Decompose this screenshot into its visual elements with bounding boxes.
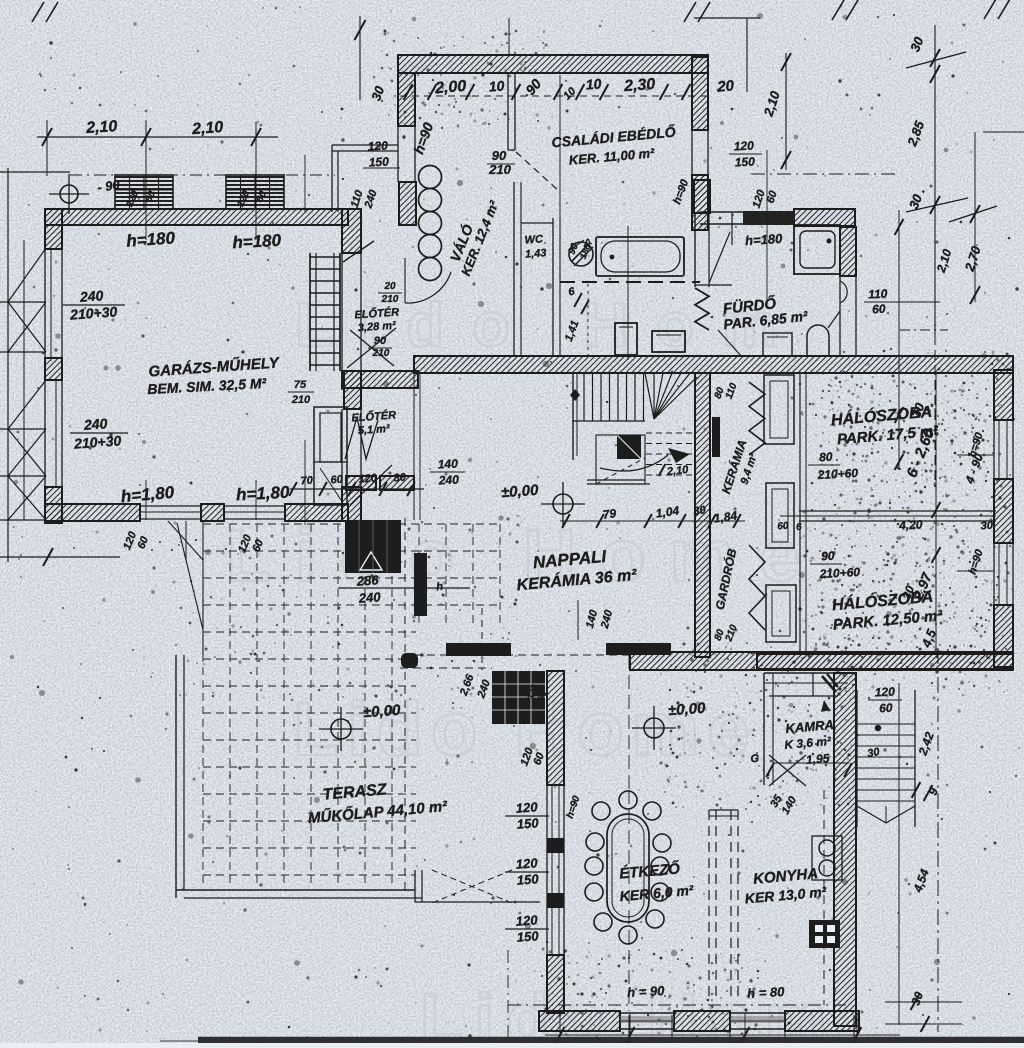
svg-text:2,10: 2,10	[85, 118, 118, 137]
svg-text:150: 150	[516, 928, 539, 945]
svg-text:2,10: 2,10	[191, 119, 224, 138]
svg-text:120: 120	[515, 799, 538, 816]
svg-text:60: 60	[879, 701, 893, 716]
svg-text:2,10: 2,10	[665, 464, 689, 478]
svg-text:60: 60	[330, 473, 344, 486]
svg-text:210: 210	[372, 348, 390, 359]
svg-text:75: 75	[294, 379, 307, 391]
svg-text:10: 10	[488, 77, 505, 94]
svg-text:10: 10	[585, 75, 602, 92]
svg-text:60: 60	[777, 521, 789, 533]
svg-text:90: 90	[821, 549, 835, 564]
svg-text:120: 120	[515, 855, 538, 872]
svg-text:210: 210	[291, 394, 311, 406]
svg-text:90: 90	[374, 335, 387, 347]
svg-text:30: 30	[980, 520, 994, 533]
svg-text:150: 150	[368, 154, 389, 169]
svg-text:120: 120	[733, 138, 754, 153]
svg-text:70: 70	[300, 474, 314, 487]
svg-text:79: 79	[602, 506, 617, 522]
svg-text:120: 120	[515, 912, 538, 929]
svg-text:150: 150	[734, 154, 755, 169]
svg-text:h=1,80: h=1,80	[236, 483, 291, 505]
svg-text:240: 240	[78, 287, 104, 305]
svg-text:h=180: h=180	[745, 231, 784, 249]
svg-text:1,43: 1,43	[525, 247, 547, 260]
svg-text:210: 210	[381, 294, 399, 305]
svg-text:20: 20	[383, 281, 396, 292]
svg-text:6: 6	[796, 522, 803, 533]
svg-text:h=180: h=180	[126, 228, 176, 250]
svg-text:±0,00: ±0,00	[667, 700, 706, 720]
svg-text:240: 240	[82, 415, 108, 433]
svg-text:1,95: 1,95	[805, 751, 830, 767]
svg-text:150: 150	[516, 871, 539, 888]
svg-text:210+60: 210+60	[816, 466, 858, 482]
svg-text:210+30: 210+30	[73, 432, 122, 451]
svg-text:20: 20	[716, 77, 736, 96]
svg-text:286: 286	[355, 572, 379, 589]
svg-text:60: 60	[872, 302, 886, 317]
svg-text:150: 150	[516, 815, 539, 832]
svg-text:h: h	[436, 581, 444, 594]
svg-text:G: G	[750, 753, 760, 766]
svg-text:5,1 m²: 5,1 m²	[358, 423, 391, 437]
svg-text:80: 80	[819, 450, 833, 465]
svg-text:h=180: h=180	[232, 231, 282, 253]
svg-text:- 90: - 90	[96, 177, 121, 195]
svg-text:2,30: 2,30	[623, 76, 656, 95]
svg-text:240: 240	[357, 589, 381, 606]
svg-text:90: 90	[492, 148, 507, 163]
svg-text:240: 240	[437, 472, 459, 487]
svg-text:120: 120	[874, 684, 895, 699]
svg-text:WC: WC	[524, 233, 544, 246]
svg-text:±0,00: ±0,00	[362, 702, 401, 722]
svg-text:210+60: 210+60	[818, 565, 860, 581]
svg-text:4,20: 4,20	[898, 517, 923, 532]
svg-text:210: 210	[488, 162, 511, 177]
svg-text:h = 80: h = 80	[747, 984, 786, 1001]
svg-text:140: 140	[437, 456, 458, 471]
svg-text:h = 90: h = 90	[627, 983, 666, 1000]
svg-text:210+30: 210+30	[69, 303, 118, 322]
svg-text:110: 110	[868, 286, 888, 301]
svg-text:±0,00: ±0,00	[500, 482, 539, 502]
svg-text:120: 120	[367, 138, 388, 153]
svg-text:2,00: 2,00	[434, 78, 467, 97]
